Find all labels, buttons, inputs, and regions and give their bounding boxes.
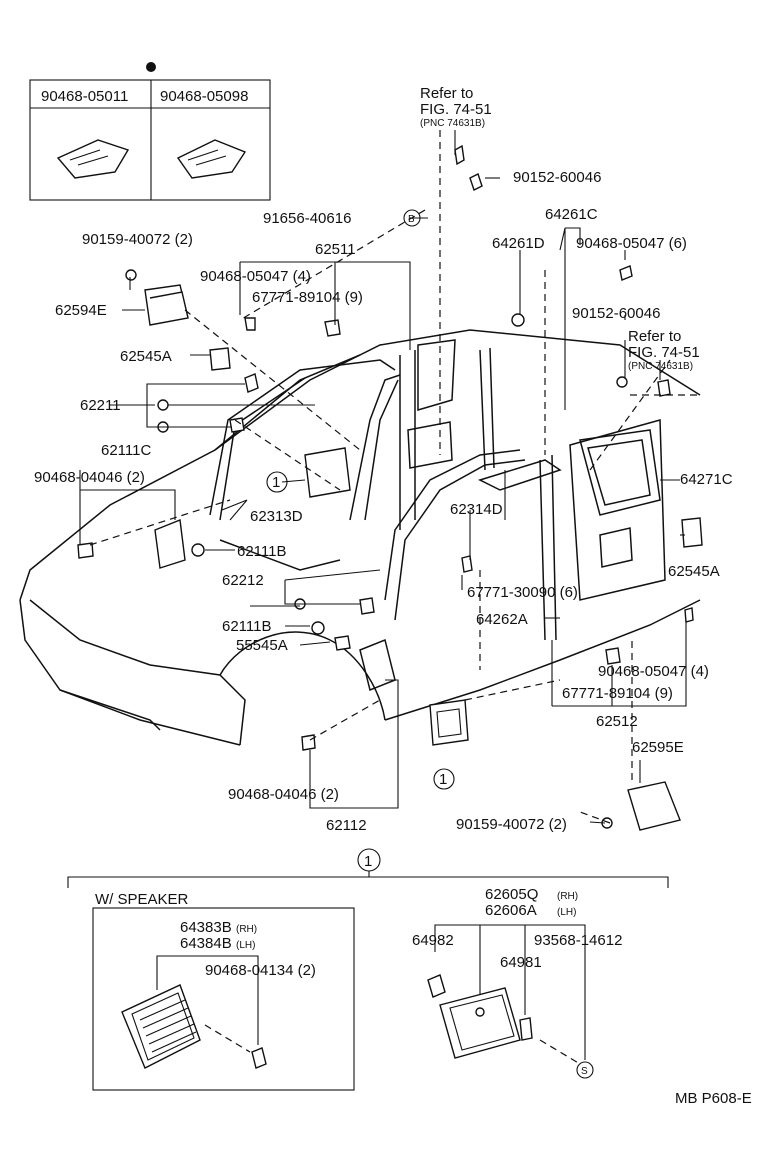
label-64982: 64982 [412,932,454,949]
label-62111C: 62111C [101,442,151,459]
part-labels: Refer to FIG. 74-51 (PNC 74631B) 90152-6… [34,85,733,834]
callout-mid: 1 [439,771,447,788]
label-91656: 91656-40616 [263,210,351,227]
label-90468-04134: 90468-04134 (2) [205,962,316,979]
label-93568: 93568-14612 [534,932,622,949]
label-62545A-left: 62545A [120,348,172,365]
label-62212: 62212 [222,572,264,589]
label-90468-04046-bottom: 90468-04046 (2) [228,786,339,803]
label-62211: 62211 [80,397,121,414]
reference-code: MB P608-E [675,1090,752,1107]
label-62595E: 62595E [632,739,684,756]
label-62594E: 62594E [55,302,107,319]
clip-part-b: 90468-05098 [160,88,248,105]
label-62313D: 62313D [250,508,303,525]
label-90468-04046-top: 90468-04046 (2) [34,469,145,486]
rh-2: (RH) [557,891,578,902]
mark-s-bottom: S [581,1066,588,1077]
callouts: B 1 1 1 S [266,209,594,1079]
label-90152-top: 90152-60046 [513,169,601,186]
label-62314D: 62314D [450,501,503,518]
refer-1-line-c: (PNC 74631B) [420,118,485,129]
vehicle-body [19,329,701,746]
lh-2: (LH) [557,907,576,918]
callout-main: 1 [364,853,372,870]
refer-2-line-b: FIG. 74-51 [628,344,700,361]
label-90152-right: 90152-60046 [572,305,660,322]
label-67771-9a: 67771-89104 (9) [252,289,363,306]
label-90468-05047-4a: 90468-05047 (4) [200,268,311,285]
label-64271C: 64271C [680,471,733,488]
leader-lines [79,130,700,824]
lh-1: (LH) [236,940,255,951]
label-62111B-b: 62111B [222,618,272,635]
label-55545A: 55545A [236,637,288,654]
label-64981: 64981 [500,954,542,971]
label-62512: 62512 [596,713,638,730]
label-64383B: 64383B [180,919,232,936]
refer-2-line-a: Refer to [628,328,681,345]
callout-left: 1 [272,474,280,491]
clip-part-a: 90468-05011 [41,88,128,105]
label-67771-9b: 67771-89104 (9) [562,685,673,702]
refer-2-line-c: (PNC 74631B) [628,361,693,372]
clip-table: 90468-05011 90468-05098 [29,62,271,201]
label-62605Q: 62605Q [485,886,538,903]
label-64262A: 64262A [476,611,528,628]
mark-b: B [408,214,415,225]
refer-1-line-b: FIG. 74-51 [420,101,492,118]
label-67771-30090: 67771-30090 (6) [467,584,578,601]
with-speaker-title: W/ SPEAKER [95,891,189,908]
label-64384B: 64384B [180,935,232,952]
label-62606A: 62606A [485,902,537,919]
label-90468-05047-6: 90468-05047 (6) [576,235,687,252]
label-62112: 62112 [326,817,367,834]
label-90468-05047-4b: 90468-05047 (4) [598,663,709,680]
rh-1: (RH) [236,924,257,935]
small-parts [77,144,703,831]
label-90159-bottom: 90159-40072 (2) [456,816,567,833]
label-62545A-right: 62545A [668,563,720,580]
detail-section: W/ SPEAKER 64383B (RH) 64384B (LH) 90468… [67,871,752,1107]
label-62511: 62511 [315,241,356,258]
label-62111B-a: 62111B [237,543,287,560]
refer-1-line-a: Refer to [420,85,473,102]
label-64261C: 64261C [545,206,598,223]
label-64261D: 64261D [492,235,545,252]
label-90159-top: 90159-40072 (2) [82,231,193,248]
